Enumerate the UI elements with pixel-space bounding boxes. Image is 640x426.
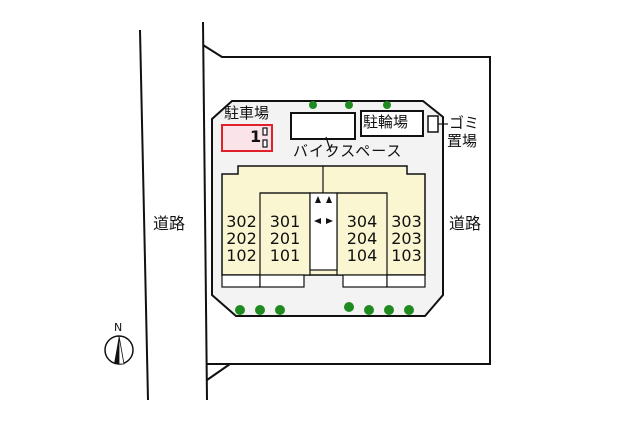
stairwell xyxy=(309,192,338,271)
unit-number: 104 xyxy=(346,246,378,265)
car-stop-icon xyxy=(262,127,268,136)
unit-stack: 304 204 104 xyxy=(339,213,385,264)
unit-stack: 302 202 102 xyxy=(223,213,260,264)
unit-number: 304 xyxy=(346,212,378,231)
unit-stack: 303 203 103 xyxy=(388,213,425,264)
unit-number: 302 xyxy=(226,212,257,231)
unit-number: 301 xyxy=(269,212,301,231)
unit-number: 102 xyxy=(226,246,257,265)
bicycle-parking-label: 駐輪場 xyxy=(363,113,409,131)
arrow-right-icon xyxy=(326,218,333,224)
unit-number: 201 xyxy=(269,229,301,248)
balcony xyxy=(342,274,388,288)
unit-number: 103 xyxy=(391,246,422,265)
arrow-up-icon xyxy=(326,196,332,203)
unit-stack: 301 201 101 xyxy=(262,213,308,264)
bike-space-box xyxy=(290,112,356,140)
unit-number: 202 xyxy=(226,229,257,248)
arrow-up-icon xyxy=(315,196,321,203)
parking-label: 駐車場 xyxy=(224,104,270,122)
car-stop-icon xyxy=(262,139,268,148)
trees xyxy=(235,101,414,315)
balcony xyxy=(386,274,426,288)
garbage-label-line1: ゴミ xyxy=(449,114,480,132)
road-edge-west xyxy=(139,29,149,401)
unit-number: 101 xyxy=(269,246,301,265)
parking-space-number: 1 xyxy=(250,127,262,146)
unit-number: 203 xyxy=(391,229,422,248)
balcony xyxy=(259,274,305,288)
compass-north-label: N xyxy=(114,321,123,334)
arrow-left-icon xyxy=(314,218,321,224)
bicycle-parking-box xyxy=(360,110,424,137)
garbage-box xyxy=(427,115,439,133)
unit-number: 303 xyxy=(391,212,422,231)
bike-space-label: バイクスペース xyxy=(293,142,403,160)
balcony xyxy=(221,274,261,288)
property-line-west xyxy=(202,21,208,401)
unit-number: 204 xyxy=(346,229,378,248)
garbage-label-line2: 置場 xyxy=(447,132,478,150)
road-label-west: 道路 xyxy=(153,214,186,233)
property-line xyxy=(202,44,491,365)
road-label-east: 道路 xyxy=(449,214,482,233)
